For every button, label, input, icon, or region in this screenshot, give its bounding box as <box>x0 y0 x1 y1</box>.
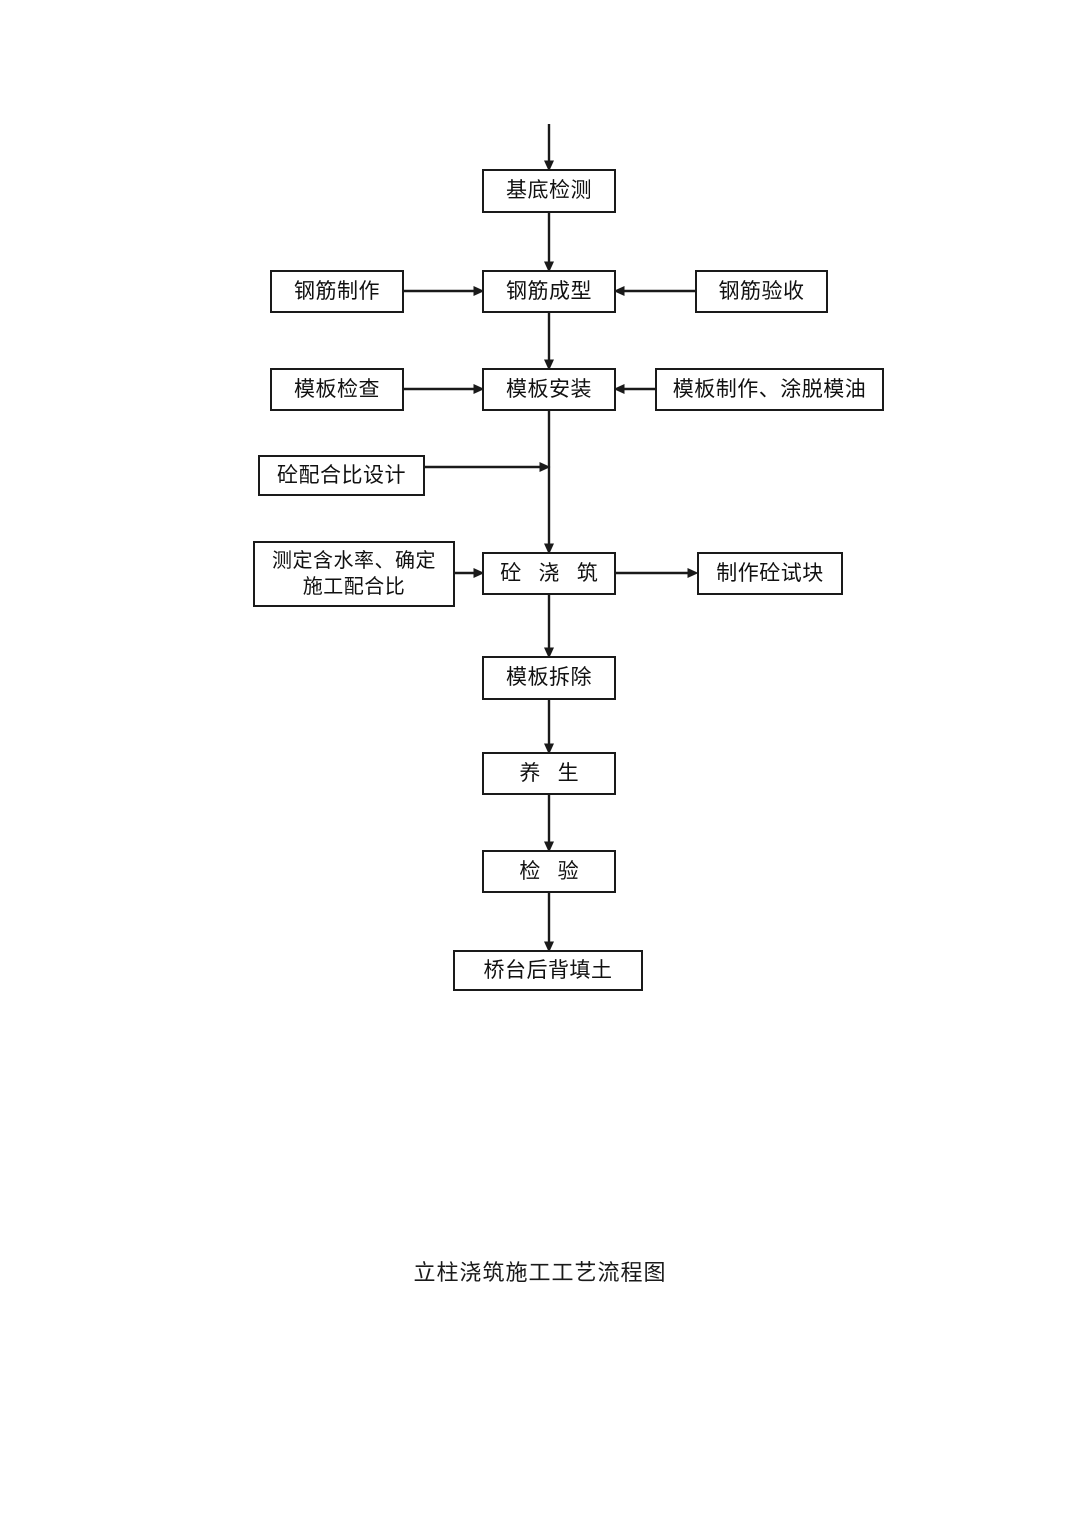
node-muban-anzhuang[interactable]: 模板安装 <box>482 368 616 411</box>
node-muban-zhizuo-tuoموyou[interactable]: 模板制作、涂脱模油 <box>655 368 884 411</box>
figure-caption: 立柱浇筑施工工艺流程图 <box>413 1260 667 1285</box>
node-jianyan[interactable]: 检 验 <box>482 850 616 893</box>
node-qiaotai-houbei-tiantu[interactable]: 桥台后背填土 <box>453 950 643 991</box>
node-gangjin-chengxing[interactable]: 钢筋成型 <box>482 270 616 313</box>
node-tong-peihebi-sheji[interactable]: 砼配合比设计 <box>258 455 425 496</box>
node-yangsheng[interactable]: 养 生 <box>482 752 616 795</box>
node-zhizuo-tong-shikuai[interactable]: 制作砼试块 <box>697 552 843 595</box>
node-gangjin-zhizuo[interactable]: 钢筋制作 <box>270 270 404 313</box>
node-gangjin-yanshou[interactable]: 钢筋验收 <box>695 270 828 313</box>
node-muban-jiancha[interactable]: 模板检查 <box>270 368 404 411</box>
node-ceding-hanshuilv[interactable]: 测定含水率、确定 施工配合比 <box>253 541 455 607</box>
node-jidi-jiance[interactable]: 基底检测 <box>482 169 616 213</box>
node-tong-jiaozhu[interactable]: 砼 浇 筑 <box>482 552 616 595</box>
node-muban-chaichu[interactable]: 模板拆除 <box>482 656 616 700</box>
